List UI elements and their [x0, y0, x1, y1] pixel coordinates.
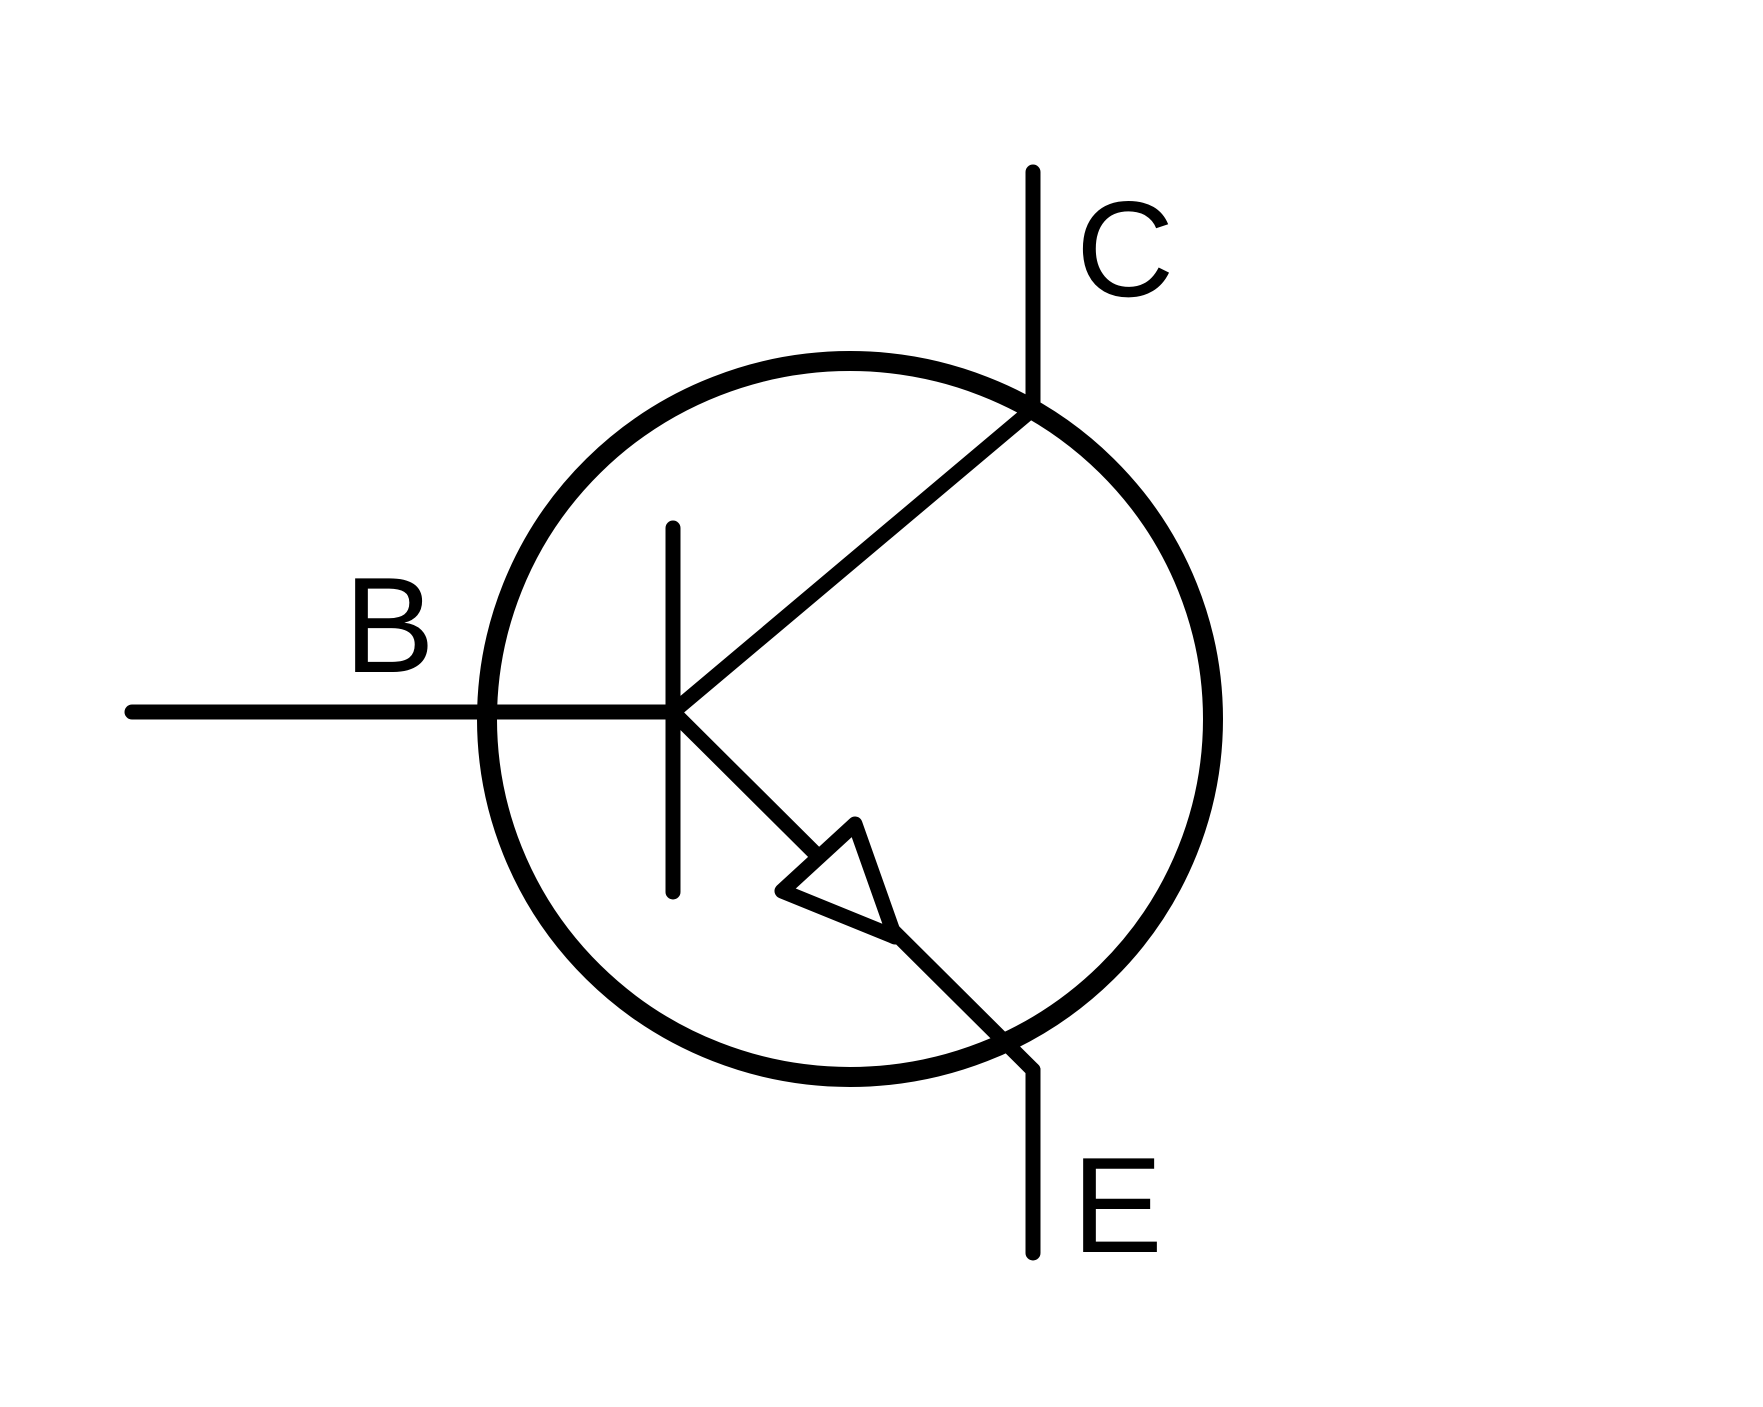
base-label: B	[344, 549, 435, 701]
emitter-label: E	[1072, 1129, 1163, 1281]
collector-diagonal	[665, 401, 1041, 720]
collector-label: C	[1076, 173, 1174, 325]
emitter-arrow-icon	[774, 816, 903, 945]
